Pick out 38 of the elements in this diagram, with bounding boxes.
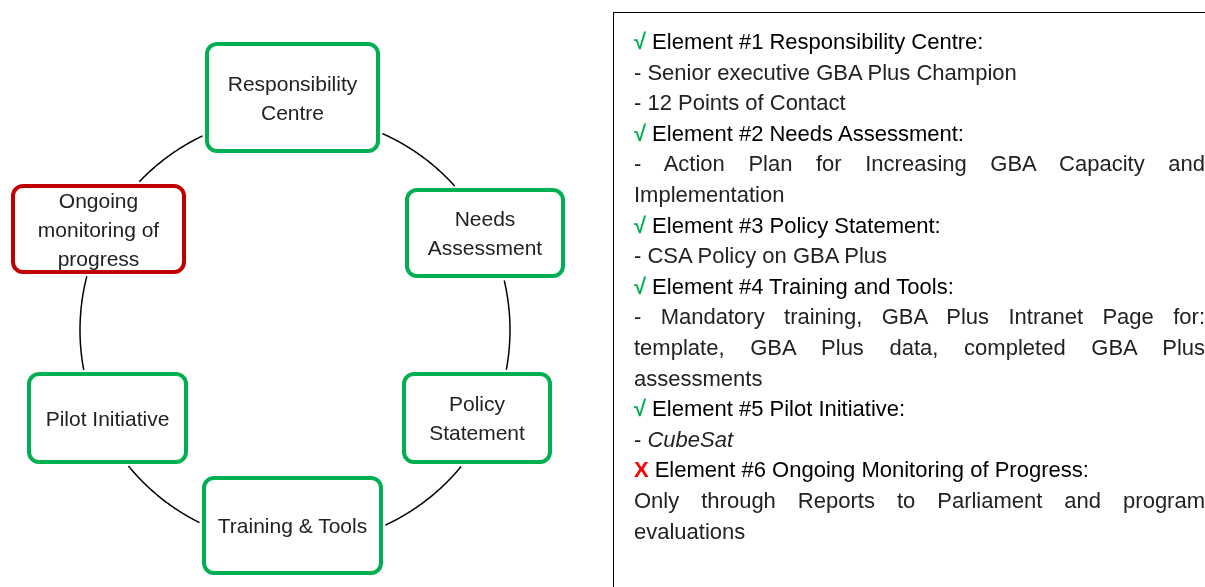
bullet-text: - Mandatory training, GBA Plus Intranet Page for: template, GBA Plus data, completed GBA Plus assessments (634, 303, 1205, 393)
bullet-text: - Senior executive GBA Plus Champion (634, 58, 1018, 87)
process-box (402, 372, 552, 464)
element-heading: Element #5 Pilot Initiative: (652, 396, 906, 422)
connector-arc (384, 465, 462, 526)
connector-arc (381, 132, 456, 187)
status-mark: √ (634, 396, 647, 422)
box-label: Training & Tools (216, 513, 369, 539)
element-heading: Element #1 Responsibility Centre: (652, 29, 984, 54)
status-mark: √ (634, 29, 647, 54)
element-heading: Element #3 Policy Statement: (652, 212, 941, 238)
bullet-text: - CubeSat (634, 425, 735, 454)
element-heading: Element #6 Ongoing Monitoring of Progress: (654, 457, 1089, 483)
status-mark: X (634, 457, 649, 483)
process-box (202, 476, 383, 575)
process-box (11, 184, 186, 274)
box-label: Ongoing monitoring of progress (36, 187, 161, 272)
element-heading: Element #2 Needs Assessment: (652, 120, 964, 146)
bullet-text: Only through Reports to Parliament and program evaluations (634, 486, 1205, 546)
connector-arc (127, 465, 201, 524)
box-label: Responsibility Centre (226, 70, 359, 126)
connector-arc (138, 135, 204, 183)
status-mark: √ (634, 212, 647, 238)
process-box (405, 188, 565, 278)
box-label: Policy Statement (428, 391, 526, 446)
bullet-text: - CSA Policy on GBA Plus (634, 242, 889, 271)
status-mark: √ (634, 120, 647, 146)
bullet-text: - 12 Points of Contact (634, 89, 847, 118)
connector-arc (79, 275, 88, 371)
text-panel (613, 12, 1205, 587)
process-box (205, 42, 380, 153)
status-mark: √ (634, 273, 647, 299)
bullet-text: - Action Plan for Increasing GBA Capacity and Implementation (634, 150, 1205, 209)
process-box (27, 372, 188, 464)
box-label: Needs Assessment (426, 206, 544, 261)
box-label: Pilot Initiative (44, 405, 171, 432)
element-heading: Element #4 Training and Tools: (652, 273, 954, 299)
connector-arc (503, 279, 511, 371)
